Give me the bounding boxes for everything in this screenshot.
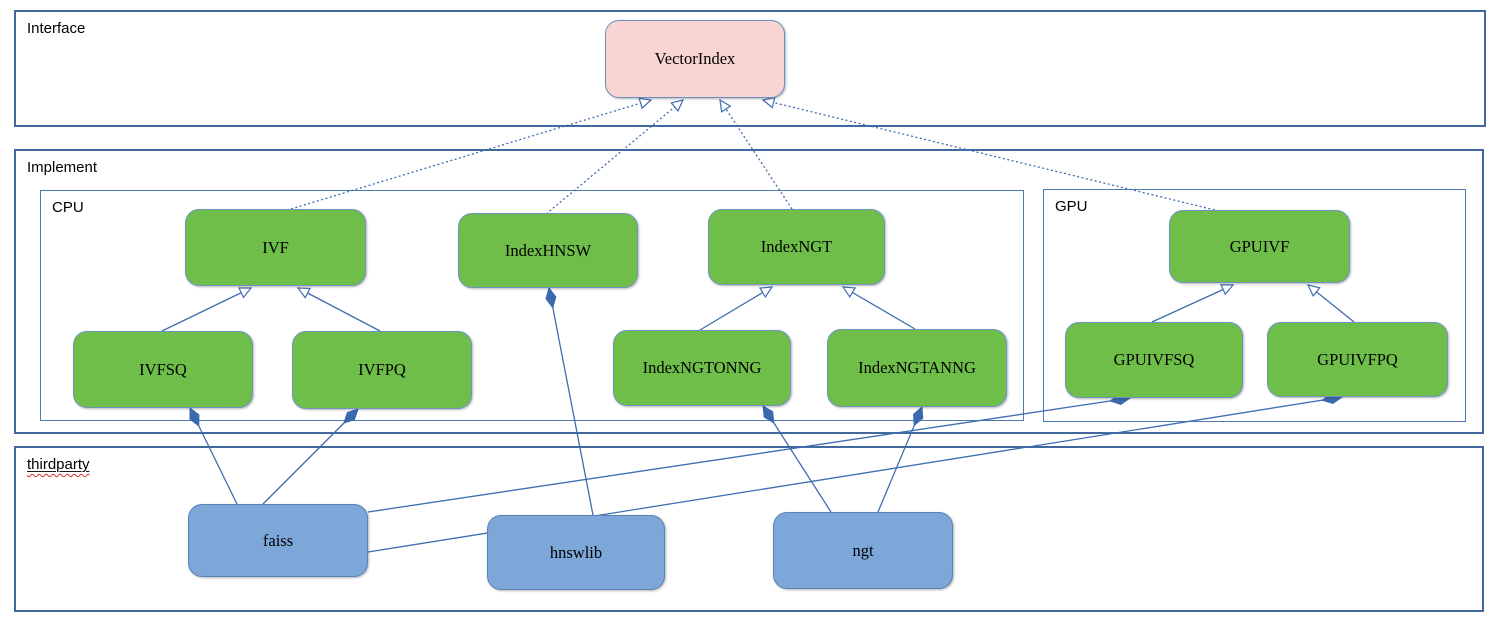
section-label-cpu: CPU (52, 199, 84, 216)
node-ivfsq[interactable]: IVFSQ (73, 331, 253, 408)
node-indexngtonng[interactable]: IndexNGTONNG (613, 330, 791, 406)
section-label-thirdparty: thirdparty (27, 456, 90, 473)
node-label: IVFPQ (358, 360, 406, 379)
node-label: IVFSQ (139, 359, 187, 379)
node-label: ngt (852, 540, 874, 560)
node-label: VectorIndex (654, 49, 736, 68)
thirdparty-label-text: thirdparty (27, 456, 90, 473)
node-indexhnsw[interactable]: IndexHNSW (458, 213, 638, 288)
node-gpuivf[interactable]: GPUIVF (1169, 210, 1350, 283)
node-label: GPUIVFPQ (1317, 349, 1398, 369)
node-indexngt[interactable]: IndexNGT (708, 209, 885, 285)
node-label: IndexHNSW (504, 240, 592, 260)
section-label-interface: Interface (27, 20, 86, 37)
node-ngt[interactable]: ngt (773, 512, 953, 589)
node-ivfpq[interactable]: IVFPQ (292, 331, 472, 409)
node-gpuivfsq[interactable]: GPUIVFSQ (1065, 322, 1243, 398)
node-vectorindex[interactable]: VectorIndex (605, 20, 785, 98)
node-label: IndexNGT (760, 237, 833, 256)
node-label: IndexNGTONNG (642, 358, 762, 377)
node-gpuivfpq[interactable]: GPUIVFPQ (1267, 322, 1448, 397)
node-label: hnswlib (549, 542, 603, 562)
node-label: GPUIVFSQ (1113, 350, 1195, 369)
node-hnswlib[interactable]: hnswlib (487, 515, 665, 590)
node-faiss[interactable]: faiss (188, 504, 368, 577)
node-indexngtanng[interactable]: IndexNGTANNG (827, 329, 1007, 407)
section-label-implement: Implement (27, 159, 98, 176)
node-label: faiss (262, 530, 294, 550)
node-label: IndexNGTANNG (858, 358, 976, 377)
node-label: GPUIVF (1229, 236, 1290, 256)
section-label-gpu: GPU (1055, 198, 1088, 215)
node-label: IVF (262, 237, 289, 257)
node-ivf[interactable]: IVF (185, 209, 366, 286)
